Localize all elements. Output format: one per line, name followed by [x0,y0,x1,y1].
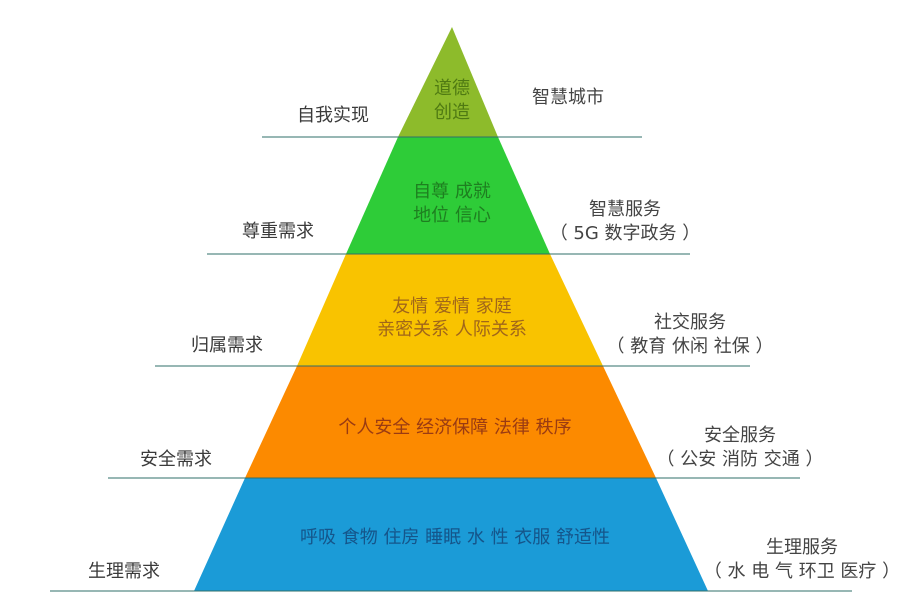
need-label: 尊重需求 [242,221,314,242]
level-content: 地位 信心 [413,205,491,226]
need-label: 归属需求 [191,335,263,356]
service-label: 安全服务 [704,425,776,446]
level-content: 创造 [434,102,470,123]
service-label: 智慧服务 [589,199,661,220]
pyramid-level-esteem [346,137,550,254]
need-label: 安全需求 [140,449,212,470]
level-content: 友情 爱情 家庭 [392,296,512,317]
service-detail: （ 水 电 气 环卫 医疗 ） [703,561,901,582]
level-content: 个人安全 经济保障 法律 秩序 [338,417,572,438]
pyramid-level-physiological [194,478,708,591]
service-label: 生理服务 [766,537,838,558]
service-label: 社交服务 [654,312,726,333]
level-content: 亲密关系 人际关系 [377,319,527,340]
pyramid-level-safety [245,366,656,478]
service-label: 智慧城市 [532,87,604,108]
level-content: 道德 [434,78,470,99]
service-detail: （ 公安 消防 交通 ） [656,449,824,470]
service-detail: （ 教育 休闲 社保 ） [606,336,774,357]
pyramid-level-self-actualization [398,27,498,137]
level-content: 呼吸 食物 住房 睡眠 水 性 衣服 舒适性 [299,527,611,548]
service-detail: （ 5G 数字政务 ） [549,223,701,244]
need-label: 自我实现 [297,105,369,126]
need-label: 生理需求 [88,561,160,582]
level-content: 自尊 成就 [413,181,491,202]
pyramid-level-belonging [297,254,603,366]
